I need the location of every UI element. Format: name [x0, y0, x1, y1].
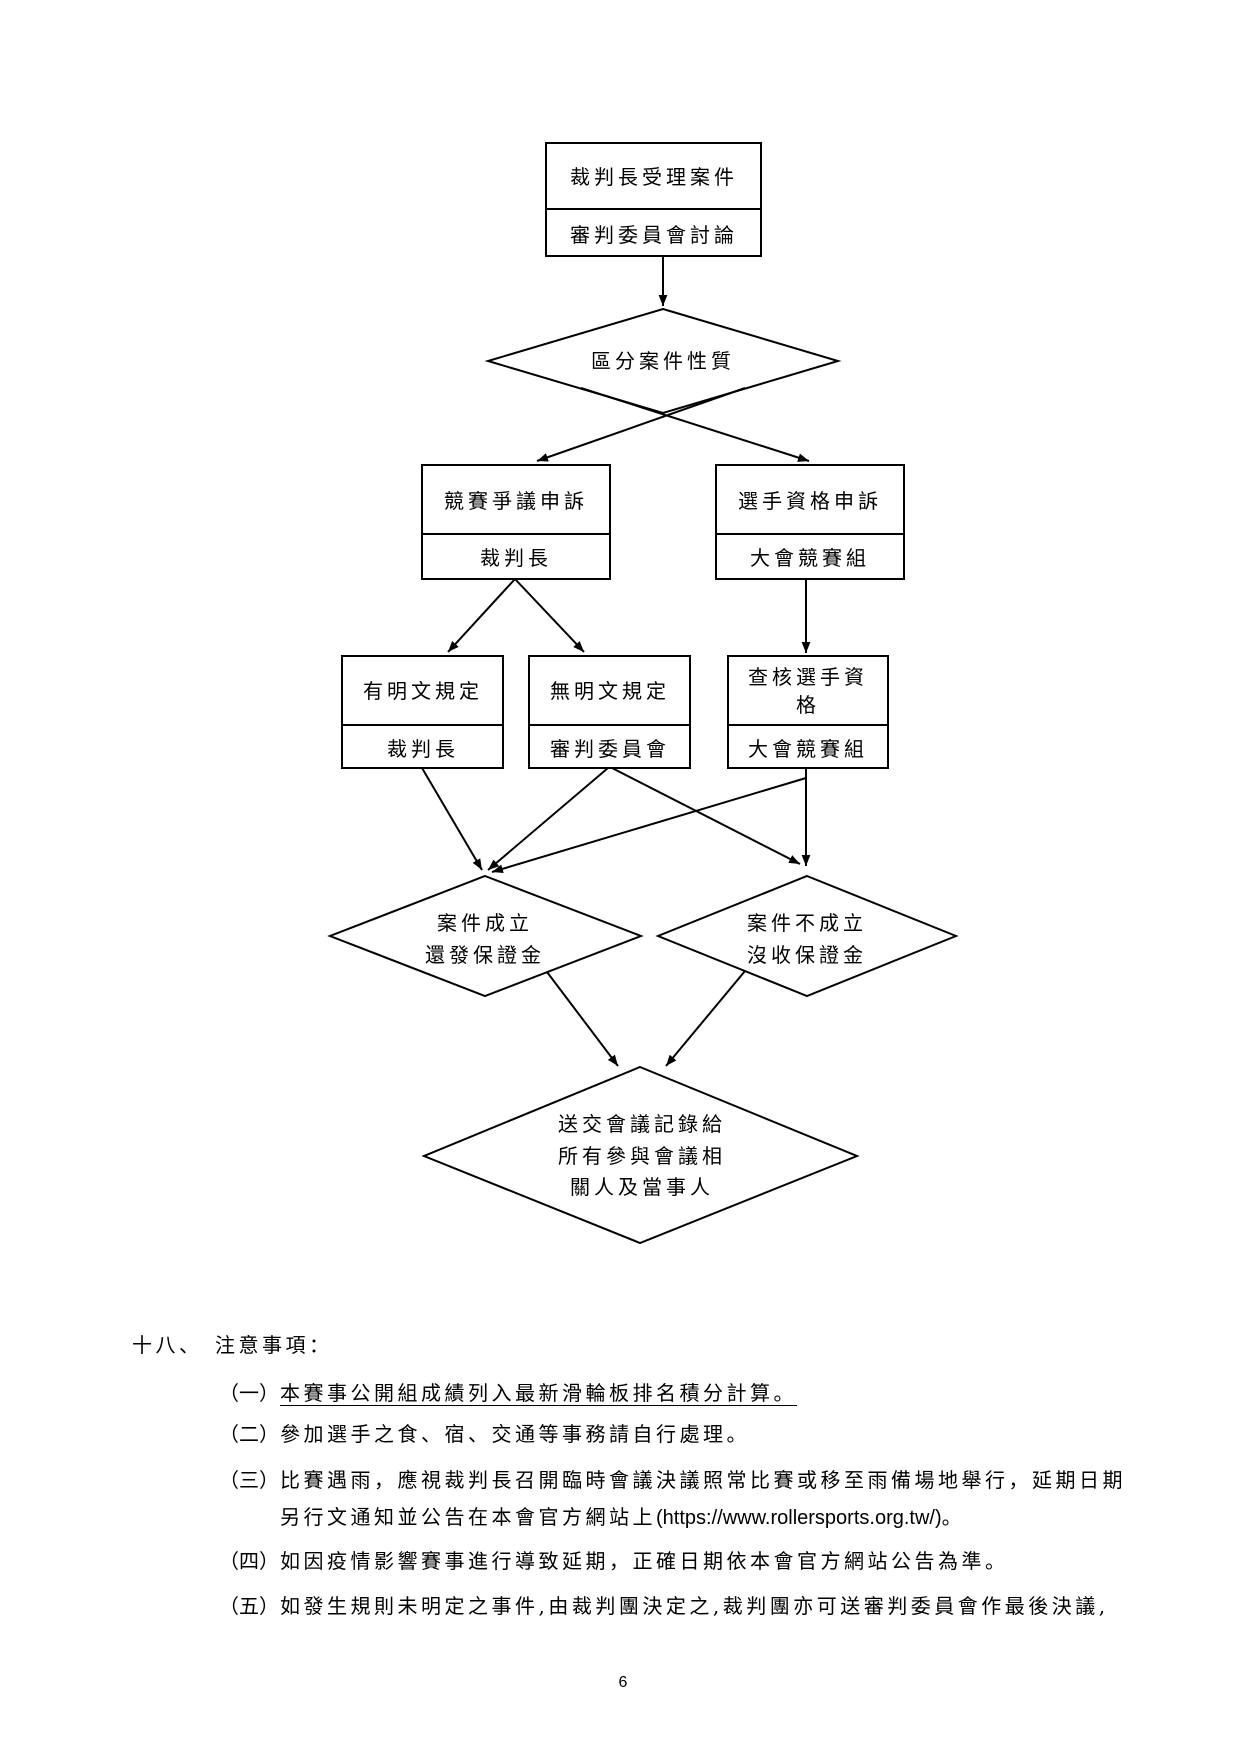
competition-dispute-handler: 裁判長: [480, 546, 552, 570]
note-item-marker: （二）: [219, 1422, 279, 1446]
arrow-explicit-rule-to-upheld: [421, 767, 483, 871]
explicit-rule-title: 有明文規定: [363, 679, 483, 703]
case-upheld-diamond: [327, 874, 644, 998]
verify-eligibility-title-line1: 查核選手資: [748, 665, 868, 689]
eligibility-appeal-handler: 大會競賽組: [750, 546, 870, 570]
case-rejected-line2: 沒收保證金: [747, 943, 867, 967]
note-item-2: （二）參加選手之食、宿、交通等事務請自行處理。: [219, 1421, 750, 1447]
appeal-process-flowchart: 裁判長受理案件 審判委員會討論 區分案件性質 競賽爭議申訴 裁判長 選手資格申訴…: [327, 142, 959, 1245]
no-explicit-rule-handler: 審判委員會: [550, 737, 670, 761]
explicit-rule-handler: 裁判長: [387, 737, 459, 761]
note-item-text: 本賽事公開組成績列入最新滑輪板排名積分計算。: [280, 1381, 797, 1405]
note-item-4: （四）如因疫情影響賽事進行導致延期，正確日期依本會官方網站公告為準。: [219, 1548, 1009, 1574]
arrow-rejected-to-minutes: [665, 970, 746, 1067]
official-website-url[interactable]: (https://www.rollersports.org.tw/): [656, 1507, 942, 1529]
arrow-classify-to-eligibility-appeal: [580, 387, 810, 462]
note-item-1: （一）本賽事公開組成績列入最新滑輪板排名積分計算。: [219, 1380, 797, 1406]
note-item-marker: （五）: [219, 1594, 279, 1618]
verify-eligibility-box: [727, 655, 889, 769]
case-upheld-line2: 還發保證金: [425, 943, 545, 967]
case-rejected-diamond: [655, 874, 959, 998]
note-item-text-line2-end: 。: [941, 1505, 966, 1529]
competition-dispute-title: 競賽爭議申訴: [444, 489, 588, 513]
arrow-verify-to-upheld: [491, 777, 807, 874]
no-explicit-rule-title: 無明文規定: [550, 679, 670, 703]
case-upheld-line1: 案件成立: [437, 911, 533, 935]
arrow-dispute-to-explicit-rule: [447, 578, 516, 653]
no-explicit-rule-box: [528, 655, 691, 769]
committee-discussion-label: 審判委員會討論: [570, 223, 738, 247]
classify-label: 區分案件性質: [591, 349, 735, 373]
notes-heading: 十八、: [132, 1332, 203, 1358]
note-item-3: （三）比賽遇雨，應視裁判長召開臨時會議決議照常比賽或移至雨備場地舉行，延期日期: [219, 1467, 1126, 1493]
verify-eligibility-title-line2: 格: [796, 693, 820, 717]
send-minutes-diamond: [421, 1065, 860, 1245]
send-minutes-line2: 所有參與會議相: [558, 1144, 726, 1168]
note-item-text-line2: 另行文通知並公告在本會官方網站上: [280, 1505, 656, 1529]
note-item-text: 參加選手之食、宿、交通等事務請自行處理。: [280, 1422, 750, 1446]
note-item-text-line1: 比賽遇雨，應視裁判長召開臨時會議決議照常比賽或移至雨備場地舉行，延期日期: [280, 1468, 1126, 1492]
classify-diamond: [484, 307, 842, 415]
intake-label: 裁判長受理案件: [570, 165, 738, 189]
case-rejected-line1: 案件不成立: [747, 911, 867, 935]
send-minutes-line1: 送交會議記錄給: [558, 1112, 726, 1136]
note-item-marker: （三）: [219, 1468, 279, 1492]
note-item-text: 如發生規則未明定之事件,由裁判團決定之,裁判團亦可送審判委員會作最後決議,: [280, 1594, 1109, 1618]
arrow-no-explicit-rule-to-upheld: [487, 767, 609, 871]
verify-eligibility-handler: 大會競賽組: [748, 737, 868, 761]
note-item-3-continued: 另行文通知並公告在本會官方網站上(https://www.rollersport…: [280, 1504, 965, 1530]
note-item-marker: （四）: [219, 1549, 279, 1573]
intake-box: [545, 142, 762, 257]
notes-heading-number: 十八、: [132, 1333, 203, 1357]
eligibility-appeal-box: [715, 464, 905, 580]
arrow-no-explicit-rule-to-rejected: [611, 767, 801, 865]
arrow-classify-to-competition-dispute: [536, 387, 746, 462]
arrow-upheld-to-minutes: [546, 971, 619, 1067]
notes-heading-title: 注意事項：: [215, 1333, 333, 1357]
note-item-marker: （一）: [219, 1381, 279, 1405]
send-minutes-line3: 關人及當事人: [570, 1175, 714, 1199]
page-number: 6: [618, 1674, 628, 1691]
note-item-5: （五）如發生規則未明定之事件,由裁判團決定之,裁判團亦可送審判委員會作最後決議,: [219, 1593, 1109, 1619]
note-item-text: 如因疫情影響賽事進行導致延期，正確日期依本會官方網站公告為準。: [280, 1549, 1009, 1573]
arrow-dispute-to-no-explicit-rule: [514, 578, 585, 653]
eligibility-appeal-title: 選手資格申訴: [738, 489, 882, 513]
